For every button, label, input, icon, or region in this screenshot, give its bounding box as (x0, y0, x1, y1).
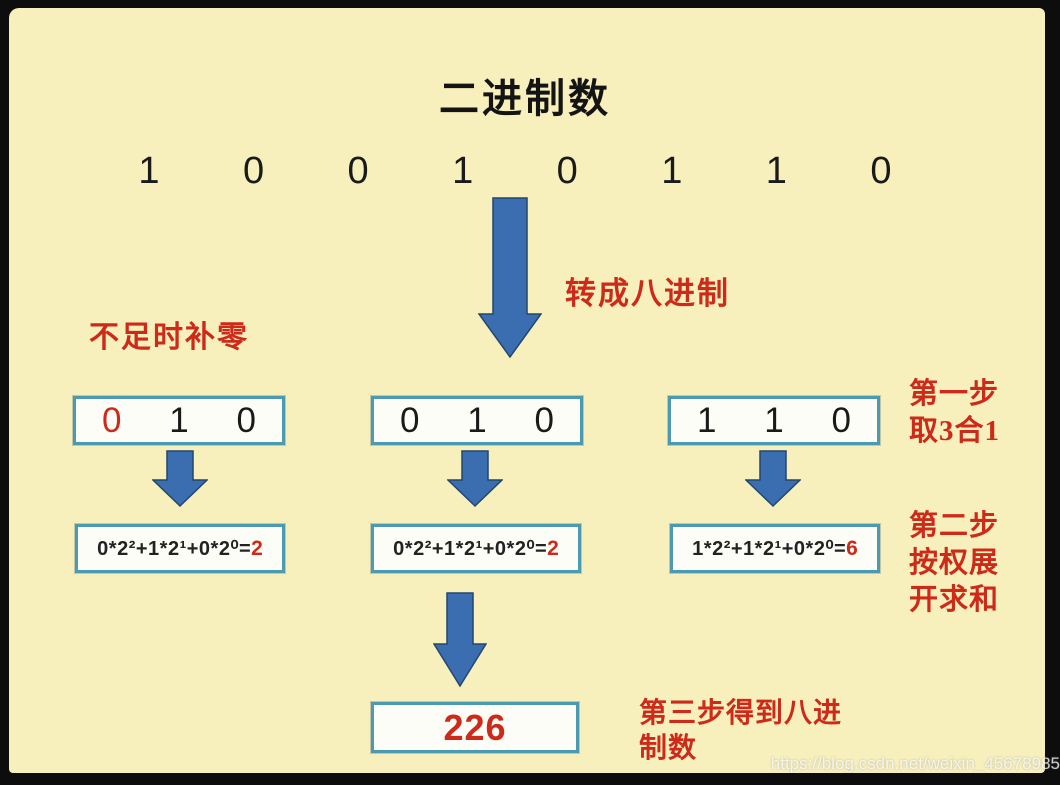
step3-line2: 制数 (639, 733, 698, 764)
binary-digit: 1 (661, 149, 683, 192)
formula-expression: 0*2²+1*2¹+0*2⁰= (393, 538, 548, 560)
group-digit: 1 (764, 400, 784, 440)
group-digit: 0 (831, 400, 851, 440)
formula-result: 2 (547, 536, 559, 560)
binary-digit: 1 (138, 149, 160, 192)
binary-digit: 0 (556, 149, 578, 192)
step2-line1: 第二步 (909, 510, 1000, 542)
binary-digit: 0 (870, 149, 892, 192)
octal-result-box: 226 (371, 702, 579, 753)
binary-digit: 1 (452, 149, 474, 192)
group-box-2: 0 1 0 (371, 396, 583, 445)
diagram-panel: 二进制数 1 0 0 1 0 1 1 0 转成八进制 不足时补零 0 1 0 0… (9, 8, 1045, 773)
step1-line1: 第一步 (909, 378, 1000, 410)
step1-line2: 取3合1 (909, 415, 1001, 447)
step1-label: 第一步 取3合1 (909, 376, 1000, 450)
formula-box-2: 0*2²+1*2¹+0*2⁰=2 (371, 524, 581, 573)
group-box-1: 0 1 0 (73, 396, 285, 445)
formula-result: 6 (846, 536, 858, 560)
binary-digit-row: 1 0 0 1 0 1 1 0 (137, 148, 893, 194)
pad-zero-note: 不足时补零 (89, 321, 249, 354)
formula-box-1: 0*2²+1*2¹+0*2⁰=2 (75, 524, 285, 573)
group-digit: 1 (467, 400, 487, 440)
group-digit: 0 (102, 400, 122, 440)
group-box-3: 1 1 0 (668, 396, 880, 445)
step2-line3: 开求和 (909, 584, 1000, 616)
down-arrow-icon (478, 197, 542, 359)
group-digit: 1 (697, 400, 717, 440)
watermark-url: https://blog.csdn.net/weixin_45678985 (770, 754, 1060, 773)
step3-label: 第三步得到八进 制数 (639, 696, 842, 766)
down-arrow-icon (447, 450, 503, 508)
octal-result-value: 226 (443, 706, 507, 748)
binary-digit: 1 (765, 149, 787, 192)
down-arrow-icon (745, 450, 801, 508)
formula-expression: 0*2²+1*2¹+0*2⁰= (97, 538, 252, 560)
group-digit: 1 (169, 400, 189, 440)
group-digit: 0 (400, 400, 420, 440)
down-arrow-icon (152, 450, 208, 508)
step2-line2: 按权展 (909, 547, 1000, 579)
formula-expression: 1*2²+1*2¹+0*2⁰= (692, 538, 847, 560)
step3-line1: 第三步得到八进 (639, 698, 843, 729)
step2-label: 第二步 按权展 开求和 (909, 508, 999, 619)
down-arrow-icon (433, 592, 487, 688)
binary-digit: 0 (242, 149, 265, 192)
group-digit: 0 (236, 400, 256, 440)
formula-box-3: 1*2²+1*2¹+0*2⁰=6 (670, 524, 880, 573)
formula-result: 2 (251, 536, 263, 560)
binary-digit: 0 (347, 149, 369, 192)
page-title: 二进制数 (439, 77, 611, 121)
group-digit: 0 (534, 400, 554, 440)
convert-to-octal-label: 转成八进制 (565, 276, 730, 311)
